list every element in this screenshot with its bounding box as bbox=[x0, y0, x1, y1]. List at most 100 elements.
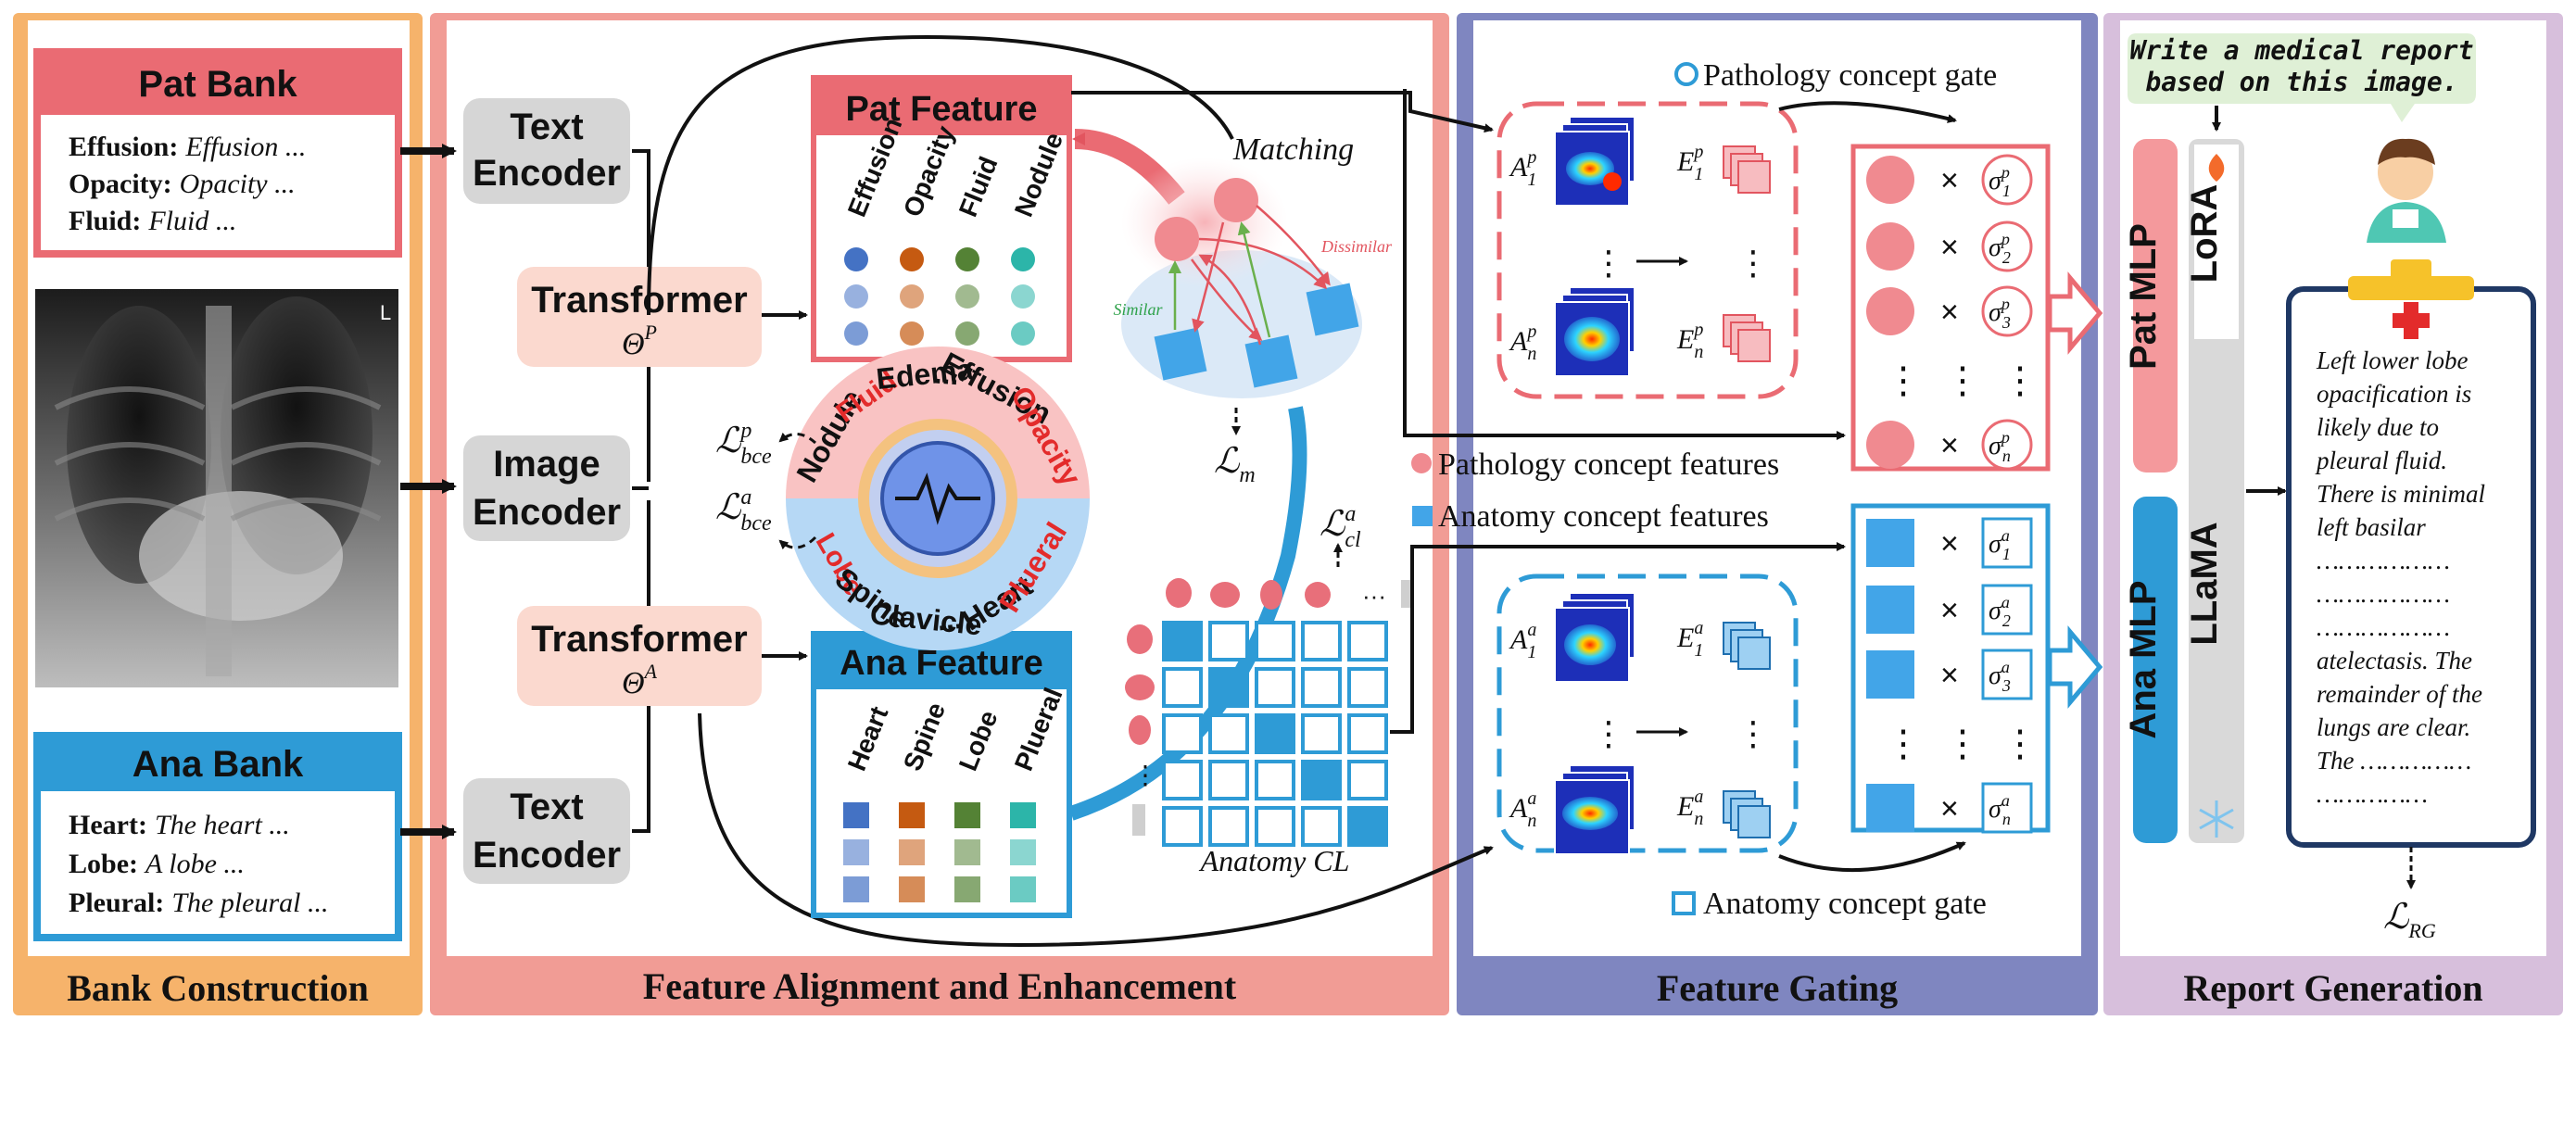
path-gate-arrow bbox=[1778, 101, 1957, 123]
heatmap-a1 bbox=[1554, 592, 1635, 683]
transformer-a: Transformer ΘA bbox=[517, 606, 762, 706]
report-line: The …………… bbox=[2317, 747, 2471, 775]
pat-feature-dot bbox=[844, 247, 868, 271]
pat-bank-row: Opacity:Opacity ... bbox=[69, 169, 296, 199]
ana-feature-cell bbox=[954, 839, 980, 865]
vdots: ⋮ bbox=[1885, 724, 1922, 764]
matching-block: Matching Similar Dissimilar ℒm bbox=[1113, 132, 1393, 487]
ana-bank-row: Lobe:A lobe ... bbox=[69, 849, 245, 879]
ana-hollow-arrow bbox=[2047, 625, 2103, 709]
cl-cell bbox=[1208, 667, 1249, 708]
svg-text:Transformer: Transformer bbox=[531, 280, 747, 321]
tensor-en-a bbox=[1723, 790, 1771, 838]
text-encoder-bottom: Text Encoder bbox=[463, 778, 630, 884]
cl-cell bbox=[1162, 760, 1203, 800]
ana-feature-cell bbox=[843, 839, 869, 865]
svg-text:ΘP: ΘP bbox=[622, 321, 657, 361]
report-loss: ℒRG bbox=[2383, 898, 2436, 942]
pat-feature-dot bbox=[844, 321, 868, 346]
svg-text:⋮: ⋮ bbox=[1592, 714, 1625, 752]
pat-feature-dot bbox=[1011, 284, 1035, 309]
pat-feature-dot bbox=[955, 247, 979, 271]
alignment-to-gating-arrows bbox=[1071, 89, 1846, 734]
cl-cell bbox=[1347, 621, 1388, 662]
tensor-e1-p bbox=[1723, 145, 1771, 194]
cl-cell bbox=[1208, 621, 1249, 662]
stomach-icon bbox=[1129, 715, 1151, 745]
svg-text:Transformer: Transformer bbox=[531, 619, 747, 660]
transformer-p: Transformer ΘP bbox=[517, 267, 762, 367]
ana-feature-cell bbox=[1010, 839, 1036, 865]
sigma-gate-square bbox=[1981, 517, 2033, 569]
cl-cell bbox=[1347, 713, 1388, 754]
ana-concept-square bbox=[1866, 519, 1914, 567]
report-section-title: Report Generation bbox=[2183, 967, 2482, 1009]
heatmap-p1 bbox=[1554, 116, 1635, 207]
prompt-bubble: Write a medical report based on this ima… bbox=[2128, 33, 2476, 122]
feature-legends: Pathology concept features Anatomy conce… bbox=[1411, 447, 1779, 534]
pat-feature-dot bbox=[900, 247, 924, 271]
report-line: ……………… bbox=[2317, 547, 2450, 574]
path-concept-dot bbox=[1866, 222, 1914, 271]
pat-bank-row: Fluid:Fluid ... bbox=[69, 206, 236, 236]
ana-feature-cell bbox=[899, 876, 925, 902]
pat-feature-dot bbox=[955, 321, 979, 346]
cl-cell bbox=[1255, 760, 1295, 800]
heart-icon bbox=[1127, 624, 1153, 654]
cl-cell bbox=[1208, 713, 1249, 754]
svg-text:ΘA: ΘA bbox=[622, 660, 658, 700]
lung-icon bbox=[1210, 582, 1240, 608]
ana-concept-square bbox=[1866, 650, 1914, 699]
organ-icons-left: ⋮ bbox=[1125, 624, 1158, 836]
cl-cell bbox=[1208, 760, 1249, 800]
ana-feature-cell bbox=[843, 876, 869, 902]
ana-feature-cell bbox=[954, 802, 980, 828]
svg-text:Encoder: Encoder bbox=[473, 835, 621, 876]
anatomy-gate-legend: Anatomy concept gate bbox=[1672, 887, 1987, 921]
svg-text:Ana MLP: Ana MLP bbox=[2123, 580, 2164, 738]
sigma-gate-square bbox=[1981, 584, 2033, 636]
ana-bank-row: Heart:The heart ... bbox=[69, 810, 290, 840]
cl-cell bbox=[1301, 760, 1342, 800]
pathology-gate-legend: Pathology concept gate bbox=[1674, 58, 1997, 93]
ana-bank-row: Pleural:The pleural ... bbox=[69, 888, 328, 918]
anatomy-cl-label: Anatomy CL bbox=[1199, 844, 1350, 877]
pat-feature-dot bbox=[1011, 321, 1035, 346]
cl-cell bbox=[1208, 806, 1249, 847]
cl-cell bbox=[1162, 713, 1203, 754]
times-sign: × bbox=[1940, 526, 1959, 561]
ana-features-legend: Anatomy concept features bbox=[1438, 499, 1769, 534]
svg-text:Image: Image bbox=[493, 444, 600, 485]
text-encoder-top: Text Encoder bbox=[463, 98, 630, 204]
cl-cell bbox=[1301, 667, 1342, 708]
ana-feature-cell bbox=[954, 876, 980, 902]
svg-text:Encoder: Encoder bbox=[473, 153, 621, 194]
liver-icon bbox=[1305, 582, 1331, 608]
svg-text:⋮: ⋮ bbox=[1592, 244, 1625, 282]
ana-feature-title: Ana Feature bbox=[840, 644, 1043, 683]
report-line: lungs are clear. bbox=[2317, 713, 2470, 741]
heatmap-an bbox=[1554, 764, 1635, 855]
cl-cell bbox=[1301, 713, 1342, 754]
cl-cell bbox=[1301, 621, 1342, 662]
ana-feature-cell bbox=[899, 839, 925, 865]
ana-bank: Ana Bank Heart:The heart ... Lobe:A lobe… bbox=[33, 732, 402, 941]
svg-text:Encoder: Encoder bbox=[473, 492, 621, 533]
wheel-word: ... bbox=[936, 601, 964, 637]
cl-cell bbox=[1347, 667, 1388, 708]
